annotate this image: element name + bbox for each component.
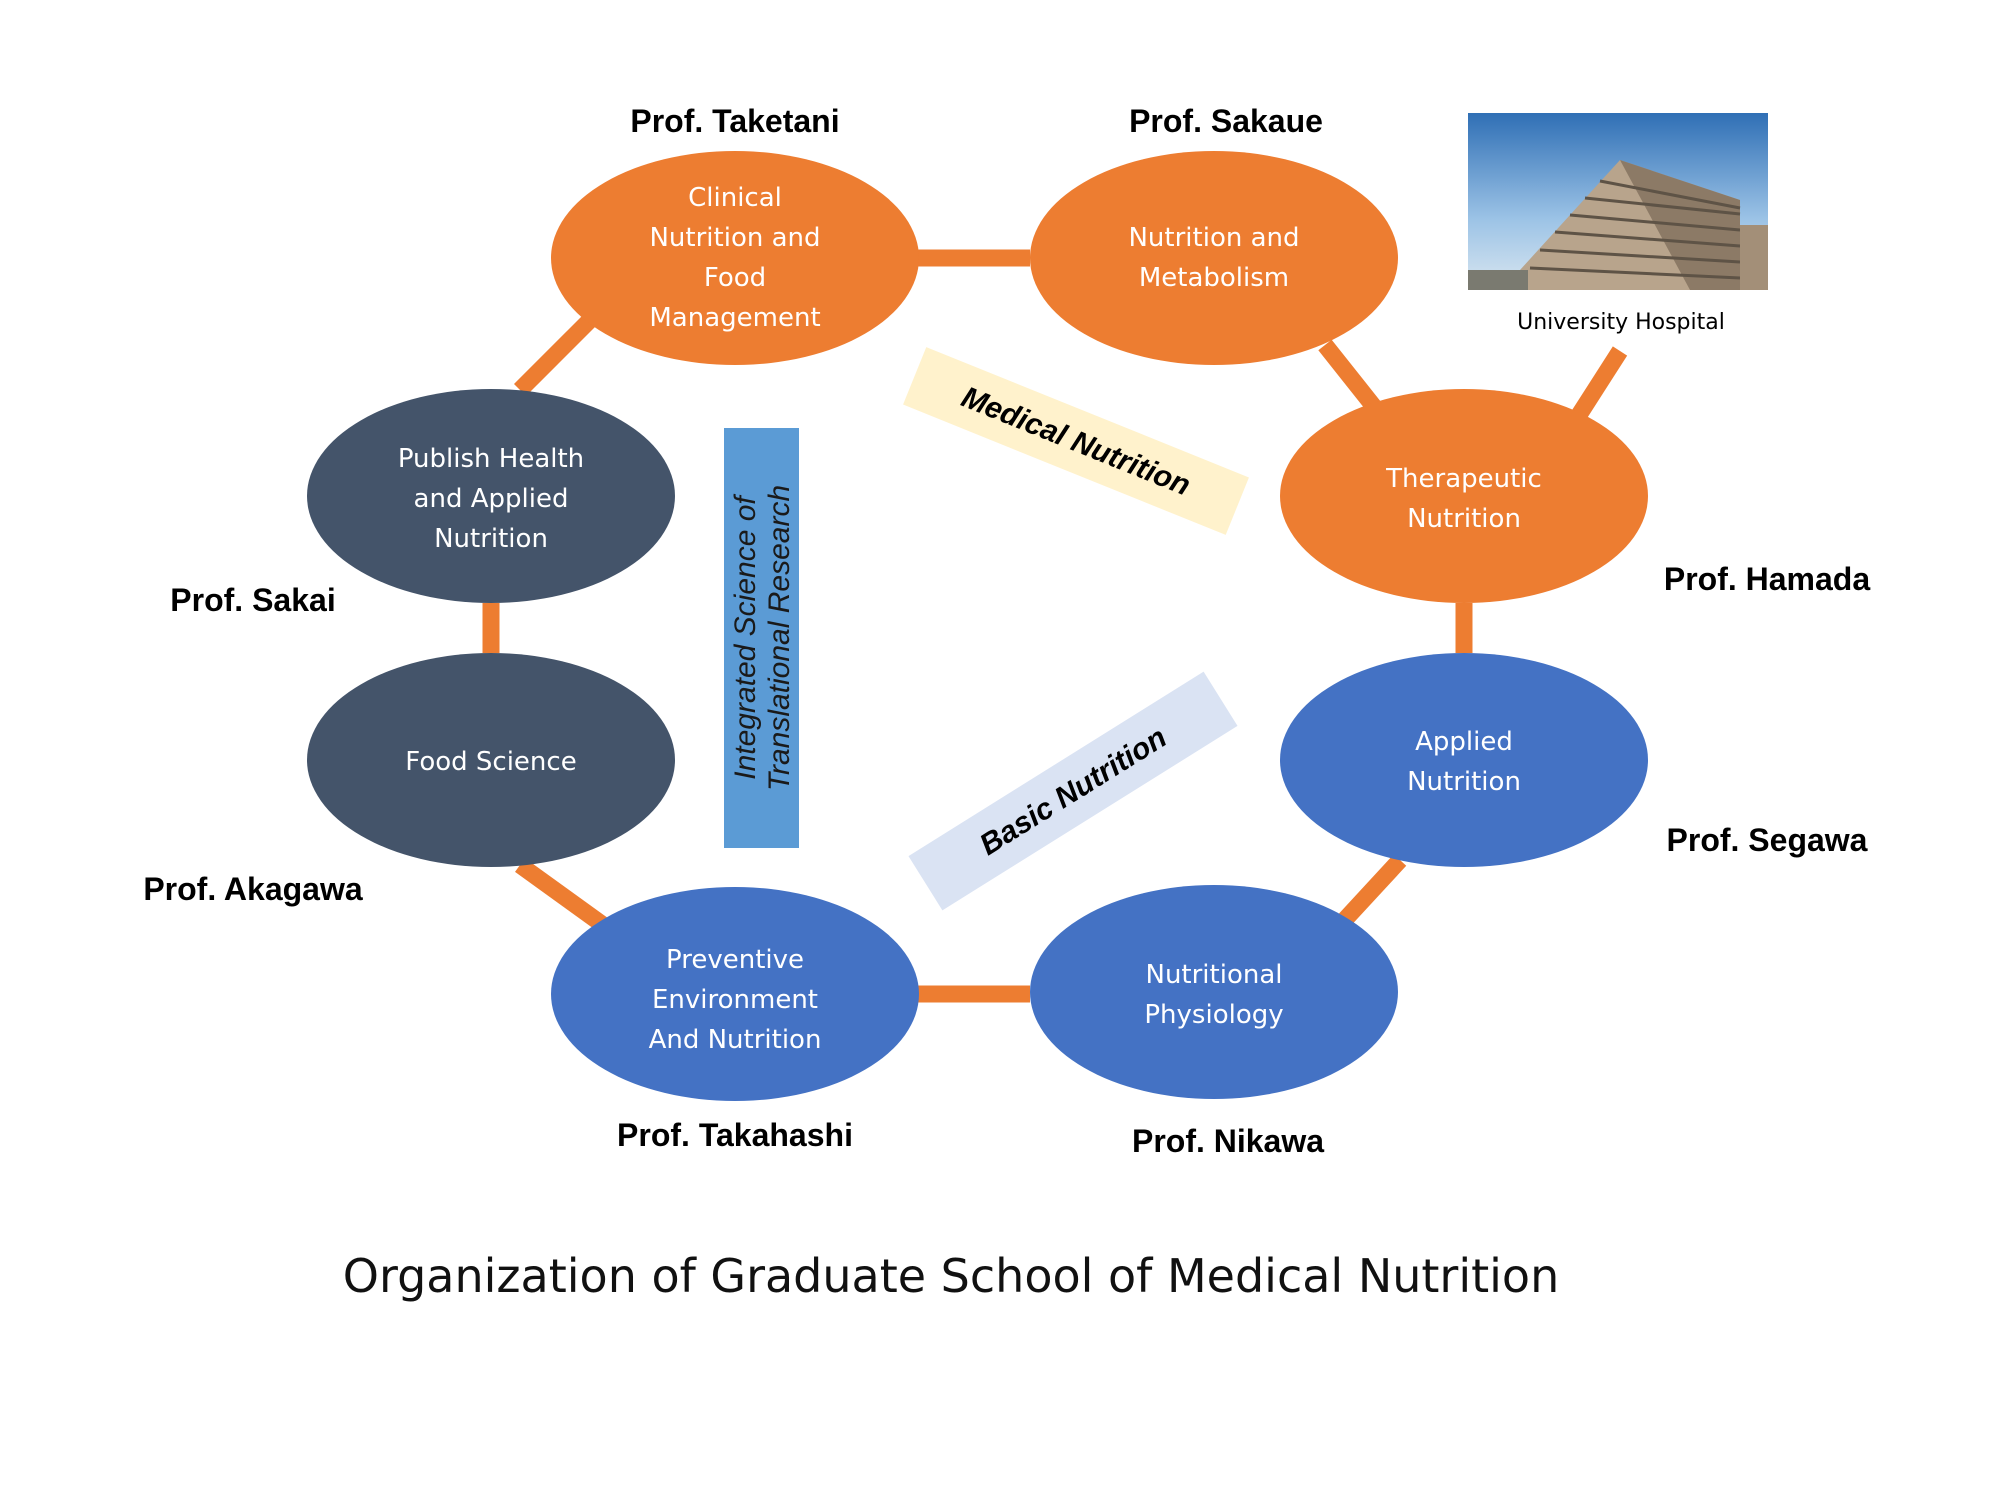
svg-text:Food Science: Food Science bbox=[405, 747, 576, 777]
hospital-label: University Hospital bbox=[1517, 310, 1725, 335]
professor-label: Prof. Sakai bbox=[170, 582, 335, 618]
connector bbox=[513, 313, 597, 397]
hospital-photo bbox=[1468, 113, 1768, 290]
connectors bbox=[482, 249, 1628, 1003]
professor-label: Prof. Akagawa bbox=[143, 871, 363, 907]
hospital-connector bbox=[1571, 346, 1628, 420]
connector bbox=[515, 858, 615, 937]
professor-label: Prof. Segawa bbox=[1667, 822, 1868, 858]
svg-text:Basic Nutrition: Basic Nutrition bbox=[974, 721, 1172, 862]
basic-nutrition-band: Basic Nutrition bbox=[908, 671, 1238, 911]
professor-label: Prof. Takahashi bbox=[617, 1117, 853, 1153]
professor-label: Prof. Taketani bbox=[630, 103, 839, 139]
page-title: Organization of Graduate School of Medic… bbox=[343, 1249, 1559, 1303]
professor-label: Prof. Nikawa bbox=[1132, 1123, 1324, 1159]
node-food-science: Food Science bbox=[307, 653, 675, 867]
medical-nutrition-band: Medical Nutrition bbox=[903, 347, 1249, 535]
research-box: Integrated Science ofTranslational Resea… bbox=[724, 428, 799, 848]
connector bbox=[1333, 854, 1407, 931]
professor-label: Prof. Hamada bbox=[1664, 561, 1870, 597]
professor-label: Prof. Sakaue bbox=[1129, 103, 1323, 139]
svg-text:Integrated Science ofTranslati: Integrated Science ofTranslational Resea… bbox=[729, 485, 796, 791]
connector bbox=[1318, 339, 1382, 414]
